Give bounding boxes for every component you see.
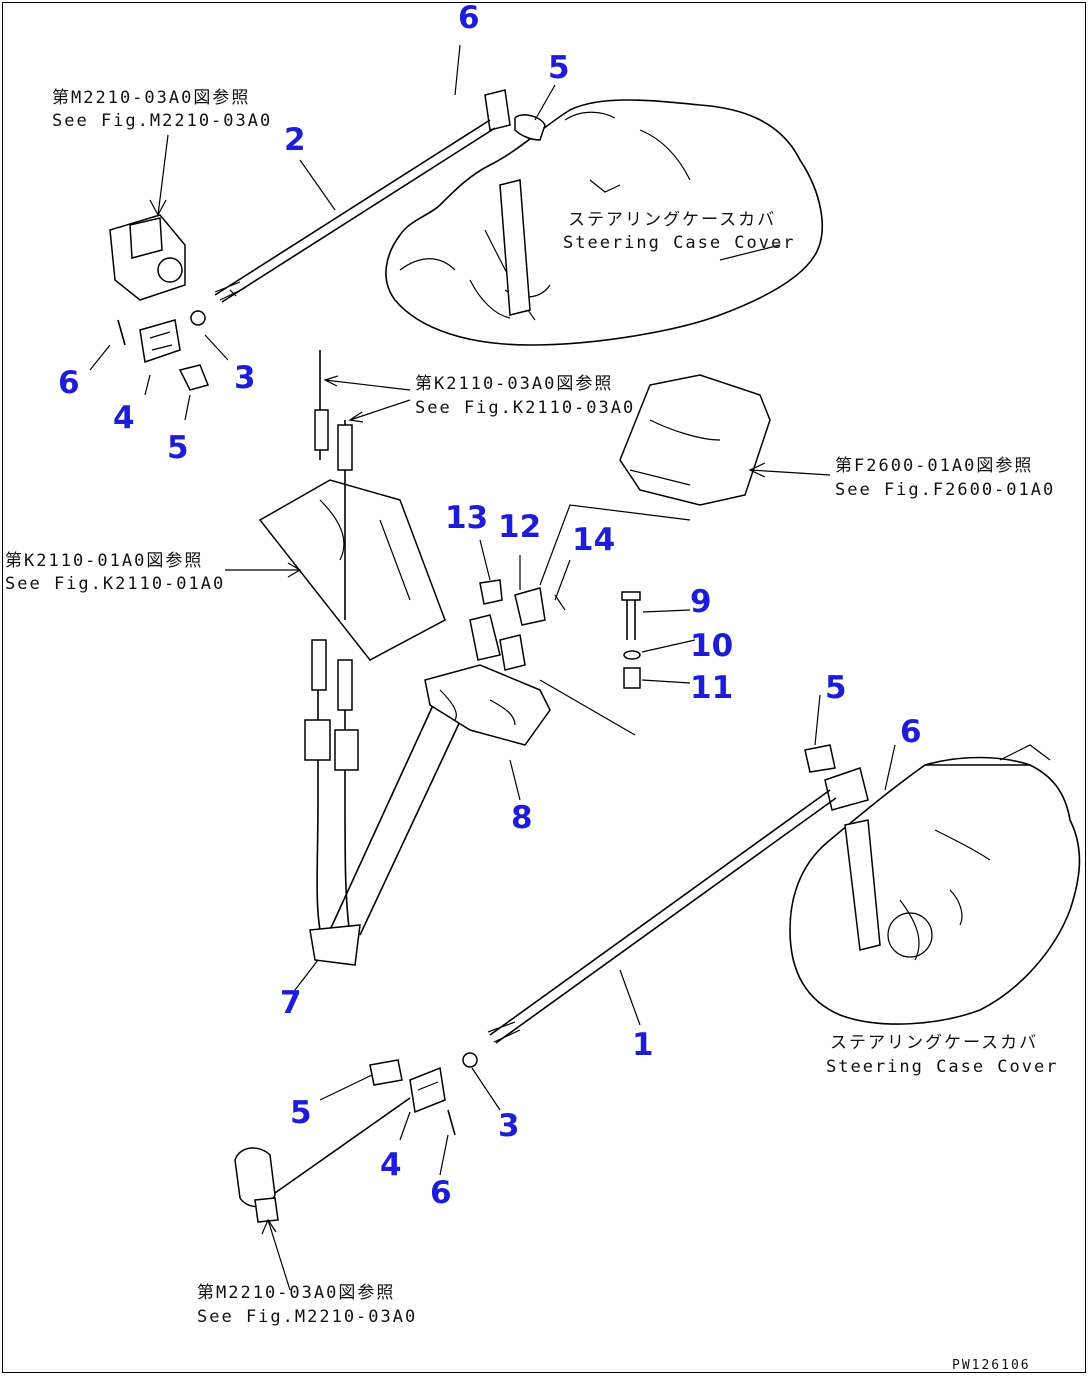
- callout-6-right: 6: [900, 714, 922, 750]
- shift-console: [258, 479, 446, 661]
- callout-7: 7: [280, 985, 302, 1021]
- control-valve-f2600: [619, 374, 771, 506]
- callout-2: 2: [284, 122, 306, 158]
- callout-1: 1: [632, 1027, 654, 1063]
- callout-4-top: 4: [113, 400, 135, 436]
- valve-block-top-left: [109, 214, 186, 301]
- label-steering-top-jp: ステアリングケースカバ: [568, 210, 776, 230]
- drawing-code: PW126106: [952, 1358, 1031, 1373]
- shift-bracket-8: [424, 664, 636, 746]
- callout-12: 12: [498, 509, 541, 545]
- pin-6-top-left: [117, 319, 126, 346]
- clevis-4-bottom: [369, 1052, 478, 1136]
- ref-m2210-bottom-en: See Fig.M2210-03A0: [197, 1307, 417, 1327]
- bolt-9-10-11: [621, 591, 641, 689]
- lever-arm-bottom: [804, 744, 881, 951]
- cable-pair: [304, 639, 471, 966]
- ref-arrow-k2110-03: [323, 375, 411, 423]
- ref-k2110-03-jp: 第K2110-03A0図参照: [415, 374, 613, 394]
- callout-5-bottom: 5: [290, 1095, 312, 1131]
- label-steering-bottom-en: Steering Case Cover: [826, 1057, 1058, 1077]
- valve-block-bottom-left: [234, 1147, 279, 1223]
- ref-k2110-01-jp: 第K2110-01A0図参照: [5, 551, 203, 571]
- ref-arrow-m2210-bottom: [261, 1218, 291, 1291]
- ref-arrow-f2600: [748, 462, 831, 478]
- callout-14: 14: [572, 522, 615, 558]
- callout-11: 11: [690, 670, 733, 706]
- callout-3-top: 3: [234, 360, 256, 396]
- cable-rod-upper: [314, 350, 353, 620]
- ref-m2210-top-en: See Fig.M2210-03A0: [52, 111, 272, 131]
- callout-5-left: 5: [167, 430, 189, 466]
- ref-f2600-en: See Fig.F2600-01A0: [835, 480, 1055, 500]
- ref-arrow-k2110-01: [225, 562, 302, 578]
- rod-2: [214, 119, 496, 303]
- ref-m2210-top-jp: 第M2210-03A0図参照: [52, 88, 250, 108]
- clevis-4-top: [139, 310, 210, 391]
- ref-m2210-bottom-jp: 第M2210-03A0図参照: [197, 1283, 395, 1303]
- link-rod-bottom: [264, 1097, 411, 1201]
- callout-4-bottom: 4: [380, 1147, 402, 1183]
- lever-arm-top: [484, 89, 546, 316]
- callout-10: 10: [690, 628, 733, 664]
- callout-5-right: 5: [825, 670, 847, 706]
- rod-1: [487, 789, 837, 1044]
- callout-leaders: [89, 44, 896, 1176]
- ref-arrow-m2210-top: [149, 134, 169, 217]
- callout-6-left: 6: [58, 365, 80, 401]
- callout-6-bottom: 6: [430, 1175, 452, 1211]
- callout-5-top: 5: [548, 50, 570, 86]
- clevis-pair-upper: [469, 504, 691, 671]
- callout-3-bottom: 3: [498, 1108, 520, 1144]
- label-steering-top-en: Steering Case Cover: [563, 233, 795, 253]
- callout-8: 8: [511, 800, 533, 836]
- callout-9: 9: [690, 584, 712, 620]
- label-steering-bottom-jp: ステアリングケースカバ: [830, 1033, 1038, 1053]
- ref-k2110-01-en: See Fig.K2110-01A0: [5, 574, 225, 594]
- callout-6-top: 6: [458, 0, 480, 36]
- ref-f2600-jp: 第F2600-01A0図参照: [835, 456, 1033, 476]
- steering-case-cover-bottom: [789, 744, 1081, 1025]
- ref-k2110-03-en: See Fig.K2110-03A0: [415, 398, 635, 418]
- callout-13: 13: [445, 500, 488, 536]
